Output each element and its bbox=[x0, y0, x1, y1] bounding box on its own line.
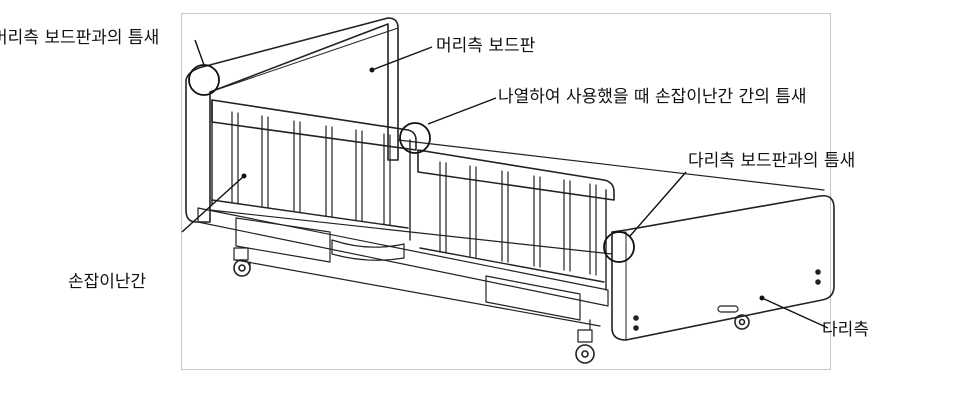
footboard-panel bbox=[611, 194, 835, 341]
leader-footboard-gap bbox=[629, 171, 687, 237]
label-rail-gap: 나열하여 사용했을 때 손잡이난간 간의 틈새 bbox=[498, 87, 807, 107]
label-foot-side: 다리측 bbox=[822, 320, 869, 340]
caster-rear-right bbox=[734, 314, 750, 330]
left-rail-bottom bbox=[211, 199, 409, 229]
caster-front-left bbox=[233, 247, 251, 277]
mattress-near-edge bbox=[209, 209, 613, 255]
illustration-frame bbox=[181, 13, 831, 370]
headboard-gap-circle bbox=[188, 64, 220, 96]
right-rail-top bbox=[417, 149, 615, 201]
label-headboard: 머리측 보드판 bbox=[436, 36, 536, 56]
mattress-far-edge bbox=[397, 139, 825, 191]
label-side-rail: 손잡이난간 bbox=[68, 272, 147, 292]
footboard-gap-circle bbox=[603, 231, 635, 263]
leader-headboard-gap bbox=[194, 39, 205, 66]
left-rail-top bbox=[211, 99, 417, 151]
right-rail-bottom bbox=[419, 247, 605, 283]
caster-front-right bbox=[575, 329, 595, 364]
rail-gap-circle bbox=[399, 122, 431, 154]
leader-foot-side bbox=[761, 297, 829, 329]
base-frame bbox=[197, 207, 609, 307]
headboard-panel bbox=[185, 17, 399, 223]
leader-headboard bbox=[371, 46, 433, 71]
leader-rail-gap bbox=[427, 97, 497, 125]
leader-side-rail bbox=[181, 175, 245, 233]
label-headboard-gap: 머리측 보드판과의 틈새 bbox=[0, 28, 160, 48]
label-footboard-gap: 다리측 보드판과의 틈새 bbox=[688, 151, 856, 171]
